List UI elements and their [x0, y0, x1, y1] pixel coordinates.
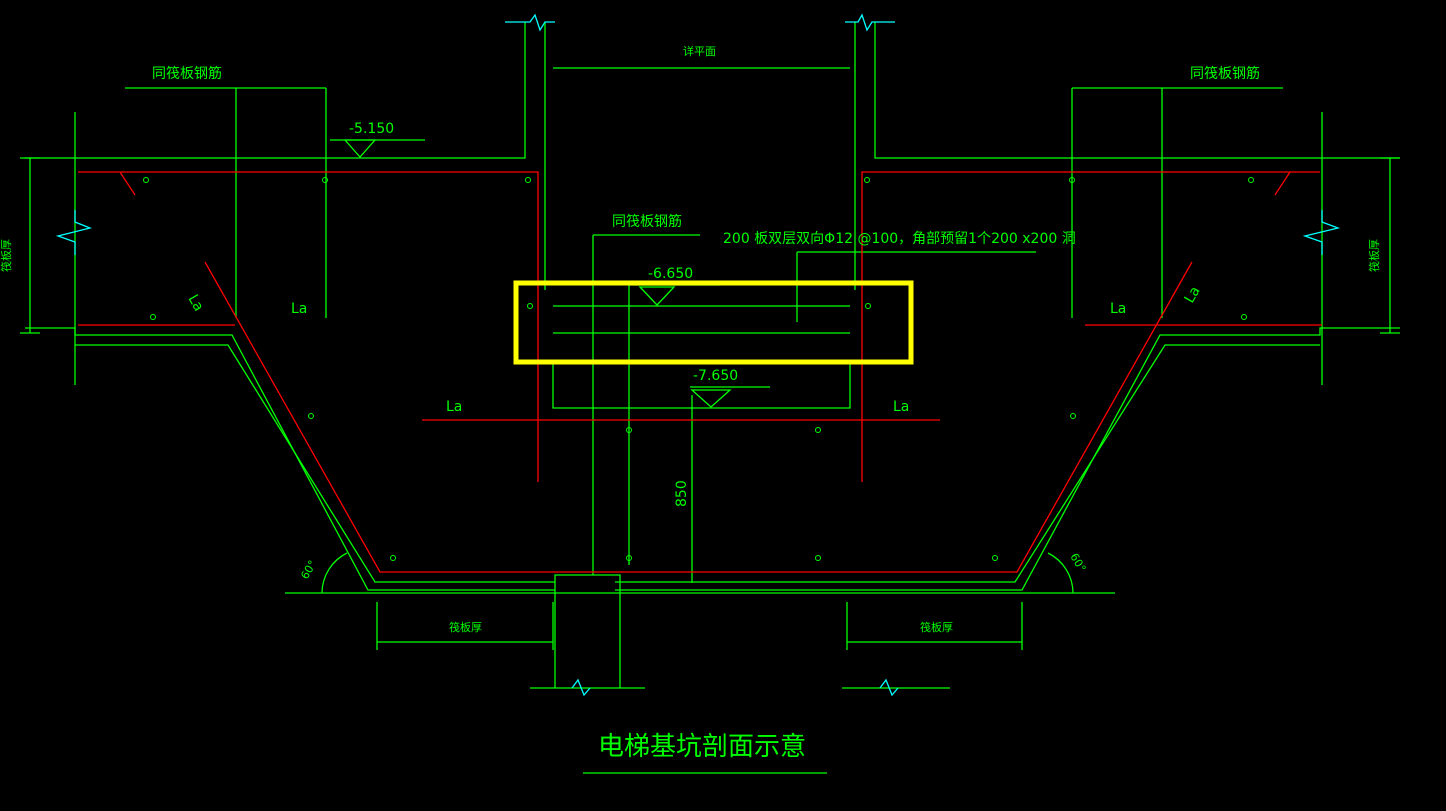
label-detail-plan: 详平面 [683, 44, 716, 58]
label-same-raft-rebar-left: 同筏板钢筋 [152, 65, 222, 82]
label-elev-raft-top: -5.150 [349, 121, 394, 137]
label-same-raft-rebar-center: 同筏板钢筋 [612, 213, 682, 230]
drawing-title: 电梯基坑剖面示意 [598, 732, 806, 762]
break-lines [55, 13, 1341, 697]
label-la-4: La [893, 399, 909, 415]
label-depth-dimension: 850 [674, 480, 690, 507]
label-same-raft-rebar-right: 同筏板钢筋 [1190, 65, 1260, 82]
label-raft-thickness-bottom-right: 筏板厚 [920, 620, 953, 634]
label-la-3: La [446, 399, 462, 415]
label-angle-right: 60° [1067, 551, 1088, 574]
label-note: 200 板双层双向Φ12 @100，角部预留1个200 x200 洞 [723, 231, 1076, 247]
label-angle-left: 60° [298, 558, 319, 581]
label-la-6: La [1182, 284, 1204, 306]
label-la-2: La [1110, 301, 1126, 317]
label-raft-thickness-left: 筏板厚 [0, 239, 13, 272]
rebar-lines [78, 171, 1322, 573]
label-elev-pit-slab: -6.650 [648, 266, 693, 282]
label-la-5: La [185, 292, 207, 314]
concrete-outline [20, 22, 1400, 774]
label-elev-pit-bottom: -7.650 [693, 368, 738, 384]
label-raft-thickness-bottom-left: 筏板厚 [449, 620, 482, 634]
label-la-1: La [291, 301, 307, 317]
label-raft-thickness-right: 筏板厚 [1367, 239, 1381, 272]
highlight-box [513, 280, 914, 365]
rebar-dots [143, 177, 1254, 561]
